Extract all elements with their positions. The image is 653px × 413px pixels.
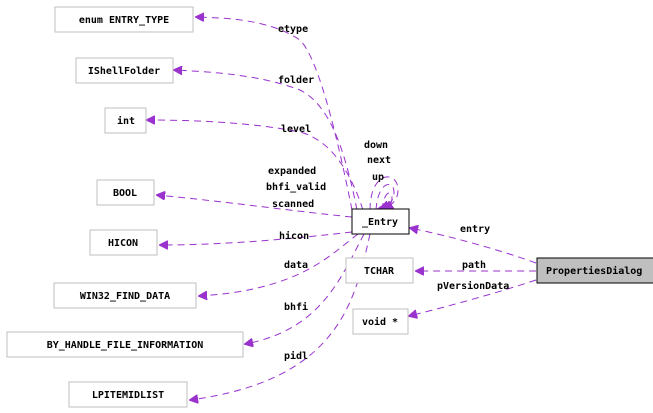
node-by-handle-file-information[interactable]: BY_HANDLE_FILE_INFORMATION [6,331,244,358]
node-enum-entry-type[interactable]: enum ENTRY_TYPE [54,6,194,33]
label-entry: entry [460,224,490,235]
label-folder: folder [278,75,314,86]
edge-self-next [375,184,395,211]
node-bool[interactable]: BOOL [96,179,155,206]
edge-hicon [160,231,353,245]
svg-text:BY_HANDLE_FILE_INFORMATION: BY_HANDLE_FILE_INFORMATION [47,340,204,351]
label-down: down [364,140,388,151]
label-scanned: scanned [272,199,314,210]
label-etype: etype [278,24,308,35]
edge-pidl [190,233,371,400]
svg-text:LPITEMIDLIST: LPITEMIDLIST [92,390,164,401]
node-tchar[interactable]: TCHAR [345,257,414,284]
edge-data [199,233,359,296]
svg-text:IShellFolder: IShellFolder [88,66,160,77]
edge-bool [157,195,353,218]
label-bhfi-valid: bhfi_valid [266,181,326,193]
edge-folder [174,70,358,211]
label-pversiondata: pVersionData [437,280,509,292]
label-bhfi: bhfi [284,301,308,313]
svg-text:HICON: HICON [108,238,138,249]
node-lpitemidlist[interactable]: LPITEMIDLIST [68,381,188,408]
edge-entry [410,228,537,264]
label-expanded: expanded [268,166,316,177]
label-up: up [372,172,384,183]
node-win32-find-data[interactable]: WIN32_FIND_DATA [53,282,197,309]
svg-text:TCHAR: TCHAR [364,266,395,277]
node-entry[interactable]: _Entry [351,208,410,235]
svg-text:_Entry: _Entry [362,217,398,228]
label-level: level [281,124,311,135]
label-pidl: pidl [284,350,308,362]
svg-text:int: int [117,115,135,127]
svg-text:void *: void * [362,316,398,328]
edge-bhfi [245,233,365,344]
svg-text:enum ENTRY_TYPE: enum ENTRY_TYPE [79,15,169,26]
label-path: path [462,260,486,271]
label-hicon: hicon [279,230,309,242]
svg-text:PropertiesDialog: PropertiesDialog [546,265,642,277]
node-void-ptr[interactable]: void * [352,308,409,335]
edge-self-down [369,176,399,210]
node-int[interactable]: int [104,107,147,134]
edge-level [147,120,364,211]
edge-self-up [381,192,392,210]
node-hicon[interactable]: HICON [89,229,158,256]
node-ishellfolder[interactable]: IShellFolder [75,57,174,84]
svg-text:WIN32_FIND_DATA: WIN32_FIND_DATA [80,291,170,302]
edge-pversiondata [409,279,537,316]
label-data: data [284,260,308,271]
node-properties-dialog[interactable]: PropertiesDialog [536,257,653,284]
svg-text:BOOL: BOOL [113,188,137,199]
label-next: next [367,155,391,166]
